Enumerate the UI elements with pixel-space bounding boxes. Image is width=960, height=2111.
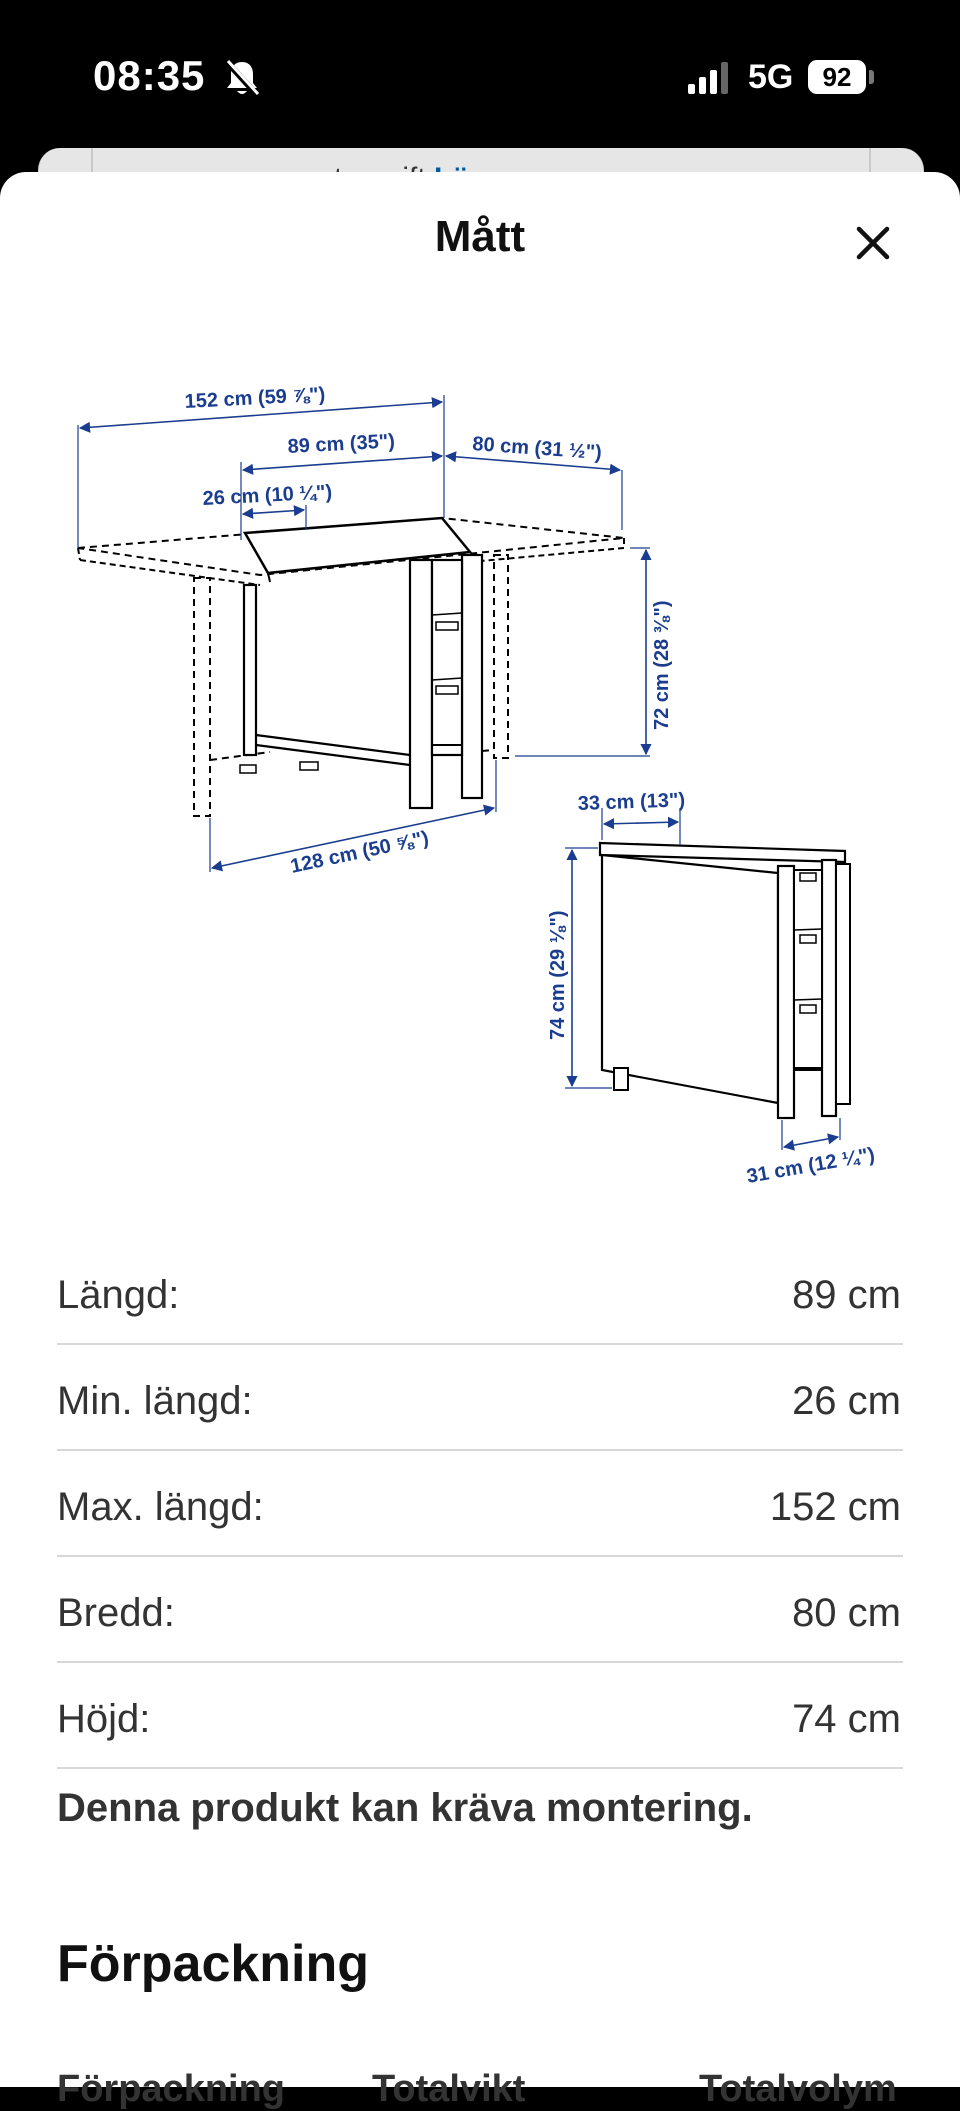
dimension-row: Längd: 89 cm <box>57 1239 903 1345</box>
dimension-label: Höjd: <box>57 1697 151 1741</box>
battery-icon: 92 <box>808 60 866 94</box>
dimension-row: Bredd: 80 cm <box>57 1557 903 1663</box>
dimension-value: 74 cm <box>792 1697 901 1741</box>
packaging-column: Förpackning <box>57 2068 286 2110</box>
dimension-value: 152 cm <box>769 1485 901 1529</box>
dimension-label: Max. längd: <box>57 1485 264 1529</box>
label-folded-base: 31 cm (12 ¼") <box>745 1144 876 1188</box>
status-bar: 08:35 5G 92 <box>0 0 960 150</box>
label-leg-span: 128 cm (50 ⅝") <box>288 827 430 878</box>
assembly-note: Denna produkt kan kräva montering. <box>57 1786 753 1830</box>
label-folded-depth: 33 cm (13") <box>577 789 685 815</box>
open-table-drawing <box>77 395 652 872</box>
packaging-heading: Förpackning <box>57 1935 370 1993</box>
packaging-columns: Förpackning Totalvikt Totalvolym <box>57 2068 903 2110</box>
dimensions-list: Längd: 89 cm Min. längd: 26 cm Max. läng… <box>57 1239 903 1769</box>
label-total-length: 152 cm (59 ⅞") <box>184 384 326 413</box>
close-button[interactable] <box>846 216 900 270</box>
dimension-label: Min. längd: <box>57 1379 253 1423</box>
packaging-column: Totalvikt <box>372 2068 526 2110</box>
close-icon <box>856 226 890 260</box>
sheet-title: Mått <box>434 212 526 261</box>
dimensions-sheet: Mått <box>0 172 960 2087</box>
dimension-value: 89 cm <box>792 1273 901 1317</box>
battery-cap <box>869 70 874 84</box>
label-folded-height: 74 cm (29 ⅛") <box>547 910 569 1040</box>
label-middle-length: 89 cm (35") <box>287 430 395 458</box>
dimension-diagram: 152 cm (59 ⅞") 89 cm (35") 80 cm (31 ½")… <box>77 384 876 1188</box>
dimension-value: 26 cm <box>792 1379 901 1423</box>
folded-table-drawing <box>565 808 851 1151</box>
dimension-label: Bredd: <box>57 1591 175 1635</box>
signal-icon <box>688 62 728 94</box>
dimension-label: Längd: <box>57 1273 180 1317</box>
dimension-row: Höjd: 74 cm <box>57 1663 903 1769</box>
packaging-column: Totalvolym <box>699 2068 897 2110</box>
network-label: 5G <box>748 58 794 96</box>
dimension-value: 80 cm <box>792 1591 901 1635</box>
dimension-row: Max. längd: 152 cm <box>57 1451 903 1557</box>
dimension-row: Min. längd: 26 cm <box>57 1345 903 1451</box>
label-min-length: 26 cm (10 ¼") <box>202 481 333 510</box>
label-open-height: 72 cm (28 ⅜") <box>651 600 673 730</box>
status-time: 08:35 <box>93 52 206 99</box>
bell-off-icon <box>224 59 260 98</box>
